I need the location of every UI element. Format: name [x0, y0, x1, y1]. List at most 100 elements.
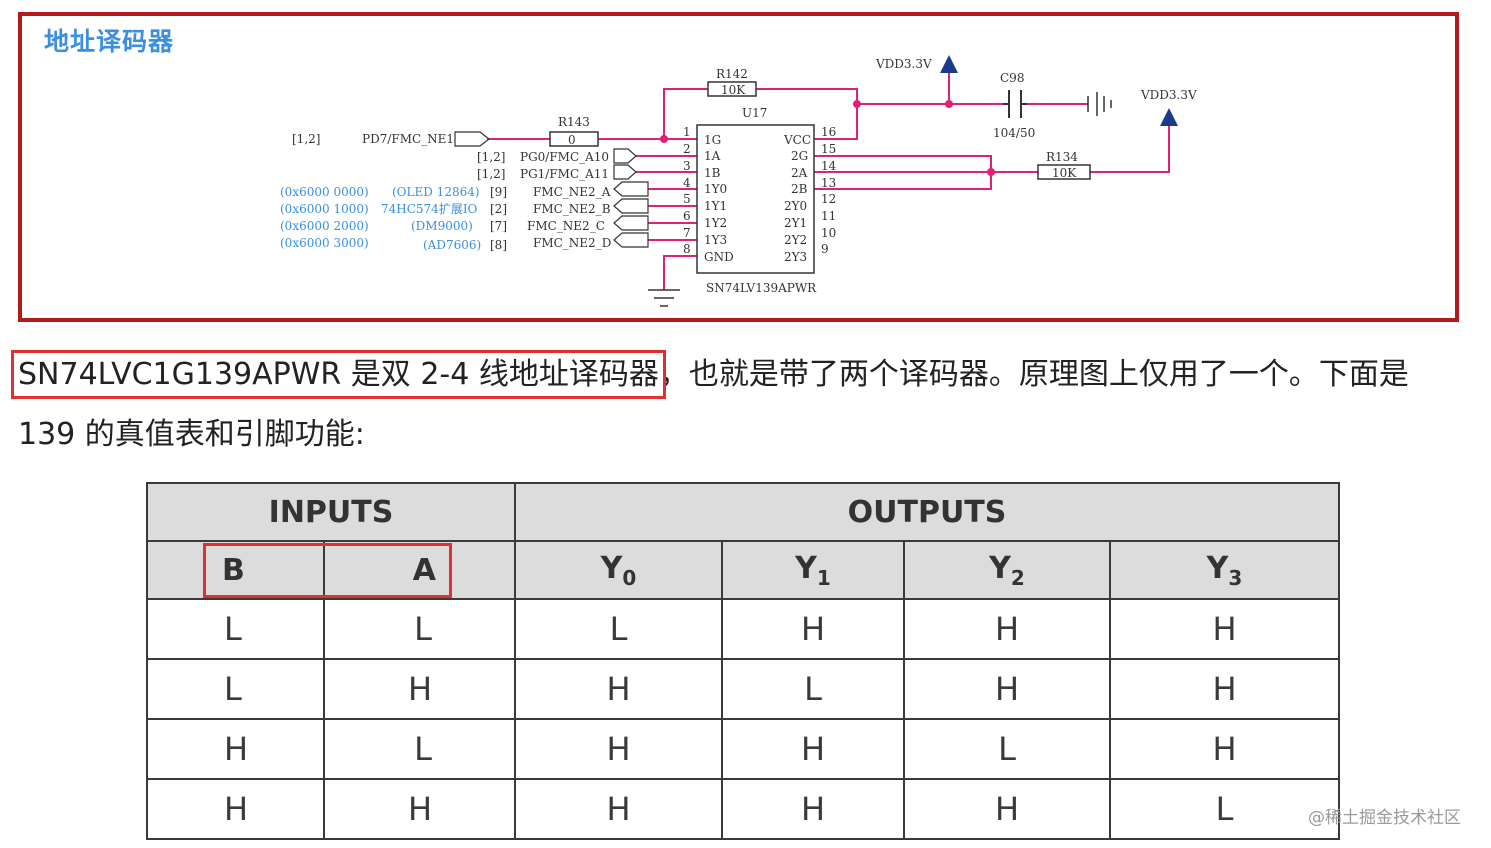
r142-ref: R142 [716, 67, 748, 81]
inputs-header: INPUTS [146, 482, 516, 542]
pin-name: 1G [704, 133, 721, 147]
cell: L [721, 658, 905, 720]
table-row: L L L H H H [146, 598, 1340, 660]
pin-num: 11 [821, 209, 836, 223]
truth-table: INPUTS OUTPUTS B A Y0 Y1 Y2 Y3 L L L H H… [146, 482, 1340, 840]
ic-right-pins: 16 VCC 15 2G 14 2A 13 2B 12 2Y0 11 2Y1 1… [783, 125, 837, 264]
pin-num: 16 [821, 125, 836, 139]
cell: H [1109, 598, 1340, 660]
ground-icon [648, 289, 680, 307]
a10-net: PG0/FMC_A10 [520, 150, 609, 164]
r143-body [549, 131, 599, 147]
table-row: L H H L H H [146, 658, 1340, 720]
col-y2: Y2 [903, 540, 1111, 600]
pin-num: 7 [683, 226, 691, 240]
pin-num: 14 [821, 159, 837, 173]
port-icon [613, 164, 637, 180]
col-a: A [322, 540, 517, 600]
junctions [660, 100, 995, 176]
description-paragraph: SN74LVC1G139APWR 是双 2-4 线地址译码器，也就是带了两个译码… [11, 345, 1478, 465]
pin-name: 2A [791, 166, 808, 180]
ic-part: SN74LV139APWR [706, 281, 817, 295]
pin-num: 13 [821, 176, 836, 190]
pin-num: 6 [683, 209, 691, 223]
cell: H [1109, 718, 1340, 780]
pin-name: 2G [791, 149, 808, 163]
cell: H [146, 718, 325, 780]
pin-num: 10 [821, 226, 836, 240]
cell: H [322, 658, 517, 720]
c98-value: 104/50 [993, 126, 1035, 140]
cell: H [721, 778, 905, 840]
pin-num: 3 [683, 159, 691, 173]
highlighted-part-name: SN74LVC1G139APWR 是双 2-4 线地址译码器 [11, 350, 666, 399]
table-row: H H H H H L [146, 778, 1340, 840]
out-addr: (0x6000 1000) [280, 202, 369, 216]
out-device: 74HC574扩展IO [381, 202, 478, 216]
wires [487, 72, 1170, 290]
cell: L [322, 718, 517, 780]
out-sheet: [8] [490, 238, 507, 252]
r143-value: 0 [568, 133, 576, 147]
pin-name: 1Y3 [704, 233, 727, 247]
pin-name: 1Y0 [704, 182, 727, 196]
col-y3: Y3 [1109, 540, 1340, 600]
pin-name: 1B [704, 166, 721, 180]
r134-body [1037, 164, 1091, 180]
input-nets: [1,2] PD7/FMC_NE1 [1,2] PG0/FMC_A10 [1,2… [292, 131, 637, 181]
pin-num: 15 [821, 142, 836, 156]
out-addr: (0x6000 3000) [280, 236, 369, 250]
vdd-arrow-icon [1160, 108, 1178, 126]
pin-name: GND [704, 250, 734, 264]
watermark: @稀土掘金技术社区 [1308, 808, 1461, 828]
table-row: H L H H L H [146, 718, 1340, 780]
out-addr: (0x6000 0000) [280, 185, 369, 199]
cell: L [903, 718, 1111, 780]
out-sheet: [9] [490, 185, 507, 199]
cell: H [322, 778, 517, 840]
ic-ref: U17 [742, 106, 767, 120]
cell: H [721, 718, 905, 780]
cell: L [322, 598, 517, 660]
col-b: B [146, 540, 325, 600]
out-device: (OLED 12864) [392, 185, 480, 199]
out-net: FMC_NE2_A [533, 185, 611, 199]
pin-num: 8 [683, 242, 691, 256]
pin-name: 2Y1 [784, 216, 807, 230]
r142-value: 10K [721, 83, 746, 97]
chassis-ground-icon [1087, 92, 1112, 116]
out-net: FMC_NE2_B [533, 202, 611, 216]
vdd-arrow-icon [940, 55, 958, 73]
ba-highlight-box [203, 543, 452, 598]
output-nets: (0x6000 0000) (OLED 12864) [9] FMC_NE2_A… [280, 181, 649, 252]
r143-ref: R143 [558, 115, 590, 129]
cell: H [1109, 658, 1340, 720]
schematic-frame [18, 12, 1459, 322]
out-sheet: [2] [490, 202, 507, 216]
cell: L [146, 598, 325, 660]
cell: H [903, 598, 1111, 660]
cell: H [146, 778, 325, 840]
schematic-title: 地址译码器 [44, 27, 175, 56]
schematic-diagram: U17 SN74LV139APWR 1 1G 2 1A 3 1B 4 1Y0 5… [280, 55, 1197, 307]
cell: H [514, 778, 723, 840]
pin-name: 1A [704, 149, 721, 163]
ne1-sheet: [1,2] [292, 132, 320, 146]
cell: H [514, 718, 723, 780]
ic-body [696, 124, 815, 274]
vdd1-label: VDD3.3V [875, 57, 932, 71]
pin-num: 12 [821, 192, 836, 206]
cell: H [903, 658, 1111, 720]
port-icon [613, 215, 649, 231]
pin-num: 2 [683, 142, 691, 156]
port-icon [454, 131, 490, 147]
port-icon [613, 148, 637, 164]
port-icon [613, 198, 649, 214]
pin-name: 1Y1 [704, 199, 727, 213]
cell: L [146, 658, 325, 720]
truth-table-group-header: INPUTS OUTPUTS [146, 482, 1340, 542]
pin-name: 2B [791, 182, 808, 196]
pin-num: 9 [821, 242, 829, 256]
a11-net: PG1/FMC_A11 [520, 167, 609, 181]
out-device: (AD7606) [423, 238, 481, 252]
